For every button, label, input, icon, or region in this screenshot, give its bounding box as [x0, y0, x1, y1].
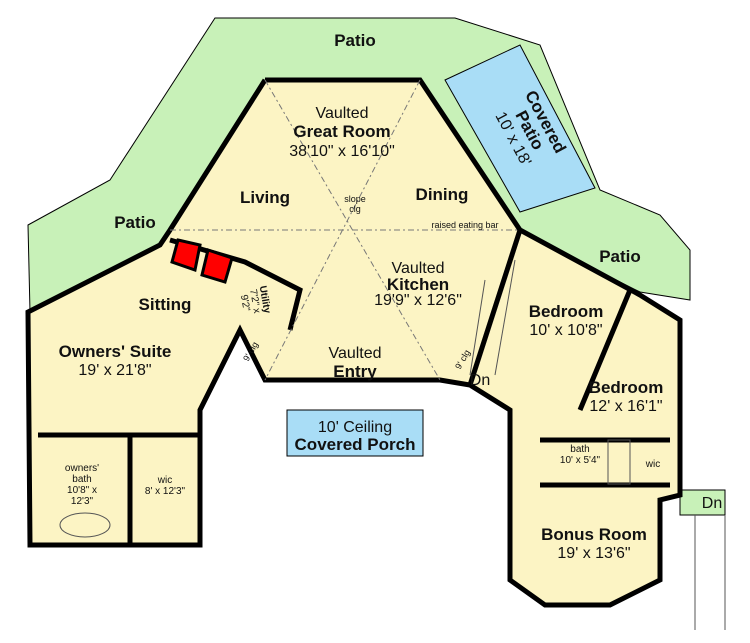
svg-text:9'2": 9'2"	[238, 294, 252, 313]
owners-suite-label: Owners' Suite	[59, 342, 172, 361]
interior-wall	[467, 229, 523, 386]
covered-porch	[286, 409, 424, 457]
kitchen-dims: 19'9" x 12'6"	[374, 292, 462, 309]
house-interior	[28, 80, 680, 605]
patio-left-label: Patio	[114, 213, 156, 232]
fireplace	[200, 248, 234, 284]
bonus-room-dims: 19' x 13'6"	[557, 545, 630, 562]
bedroom-1-dims: 10' x 10'8"	[529, 322, 602, 339]
wic-left-dims: 8' x 12'3"	[145, 486, 186, 497]
patio-top-label: Patio	[334, 31, 376, 50]
patio-right-label: Patio	[599, 247, 641, 266]
wic-left-label: wic	[157, 475, 172, 486]
great-room-label: Great Room	[293, 122, 390, 141]
sitting-label: Sitting	[139, 295, 192, 314]
entry-label: Entry	[333, 362, 377, 381]
owners-bath-dims: 10'8" x	[67, 485, 97, 496]
stair-landing	[679, 489, 726, 516]
owners-bath-label: bath	[72, 474, 91, 485]
fireplace	[170, 238, 202, 272]
dining-label: Dining	[416, 185, 469, 204]
covered-patio	[444, 44, 596, 213]
stair-down-label: Dn	[470, 372, 490, 389]
bonus-room-label: Bonus Room	[541, 525, 647, 544]
utility-label: Utility 7'2" x 9'2"	[238, 285, 273, 315]
owners-bath-dims: 12'3"	[71, 496, 94, 507]
stairs	[469, 259, 726, 630]
bedroom-2-dims: 12' x 16'1"	[589, 398, 662, 415]
kitchen-label: Vaulted	[391, 260, 444, 277]
porch-label: 10' Ceiling	[318, 419, 392, 436]
svg-text:Utility: Utility	[257, 285, 273, 315]
kitchen-label: Kitchen	[387, 275, 449, 294]
bath-dims: 10' x 5'4"	[560, 455, 601, 466]
stair-down-label: Dn	[702, 495, 722, 512]
bedroom-2-label: Bedroom	[589, 378, 664, 397]
living-label: Living	[240, 188, 290, 207]
entry-label: Vaulted	[328, 345, 381, 362]
ceiling-line	[264, 79, 421, 381]
owners-bath-label: owners'	[65, 463, 99, 474]
exterior-wall	[25, 77, 683, 608]
clg-label: clg	[349, 204, 361, 214]
owners-suite-dims: 19' x 21'8"	[78, 362, 151, 379]
ceiling-line	[264, 79, 441, 381]
raised-bar-label: raised eating bar	[431, 220, 498, 230]
great-room-label: Vaulted	[315, 105, 368, 122]
great-room-dims: 38'10" x 16'10"	[289, 143, 395, 160]
svg-text:7'2" x: 7'2" x	[247, 288, 262, 314]
wic-right-label: wic	[645, 459, 660, 470]
slope-label: slope	[344, 194, 366, 204]
bathtub	[607, 439, 631, 485]
porch-label: Covered Porch	[295, 435, 416, 454]
interior-wall	[577, 289, 633, 411]
bedroom-1-label: Bedroom	[529, 302, 604, 321]
bath-label: bath	[570, 444, 589, 455]
bathtub	[59, 512, 111, 538]
